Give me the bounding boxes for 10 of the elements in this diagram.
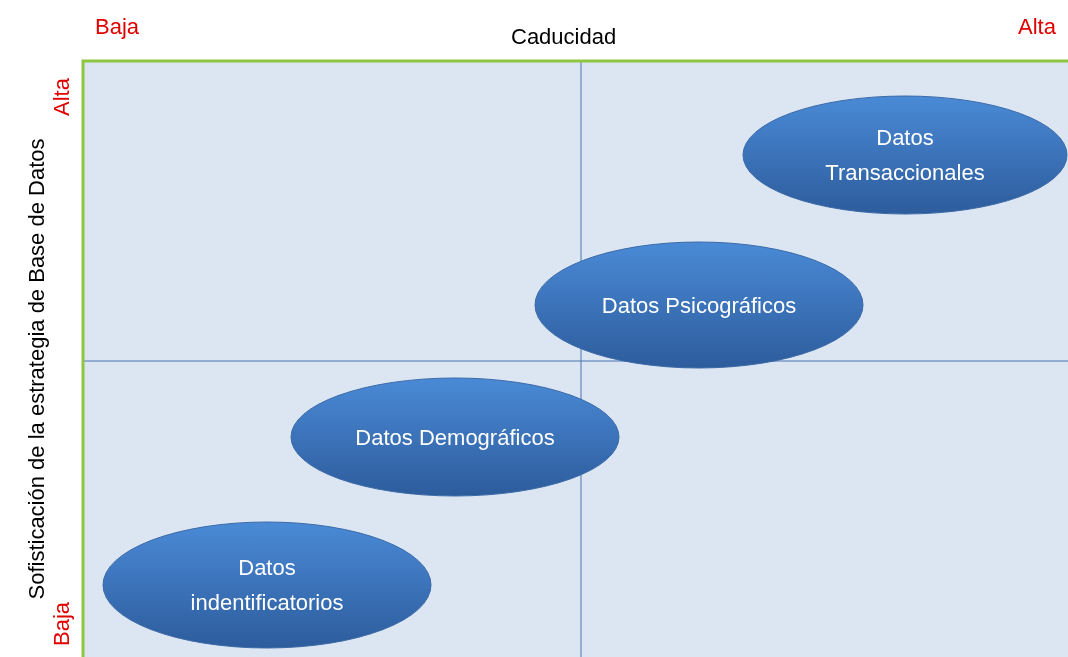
node-label: Datos indentificatorios bbox=[189, 554, 345, 617]
node-label: Datos Transaccionales bbox=[824, 124, 986, 187]
axis-end-label: Baja bbox=[95, 14, 140, 40]
axis-end-label: Baja bbox=[48, 601, 75, 649]
axis-title: Sofisticación de la estrategia de Base de Datos bbox=[23, 137, 50, 602]
axis-end-label: Alta bbox=[48, 77, 75, 118]
node-label: Datos Psicográficos bbox=[600, 291, 798, 320]
node-label: Datos Demográficos bbox=[355, 423, 555, 452]
axis-end-label: Alta bbox=[1018, 14, 1056, 40]
axis-title: Caducidad bbox=[511, 24, 617, 50]
